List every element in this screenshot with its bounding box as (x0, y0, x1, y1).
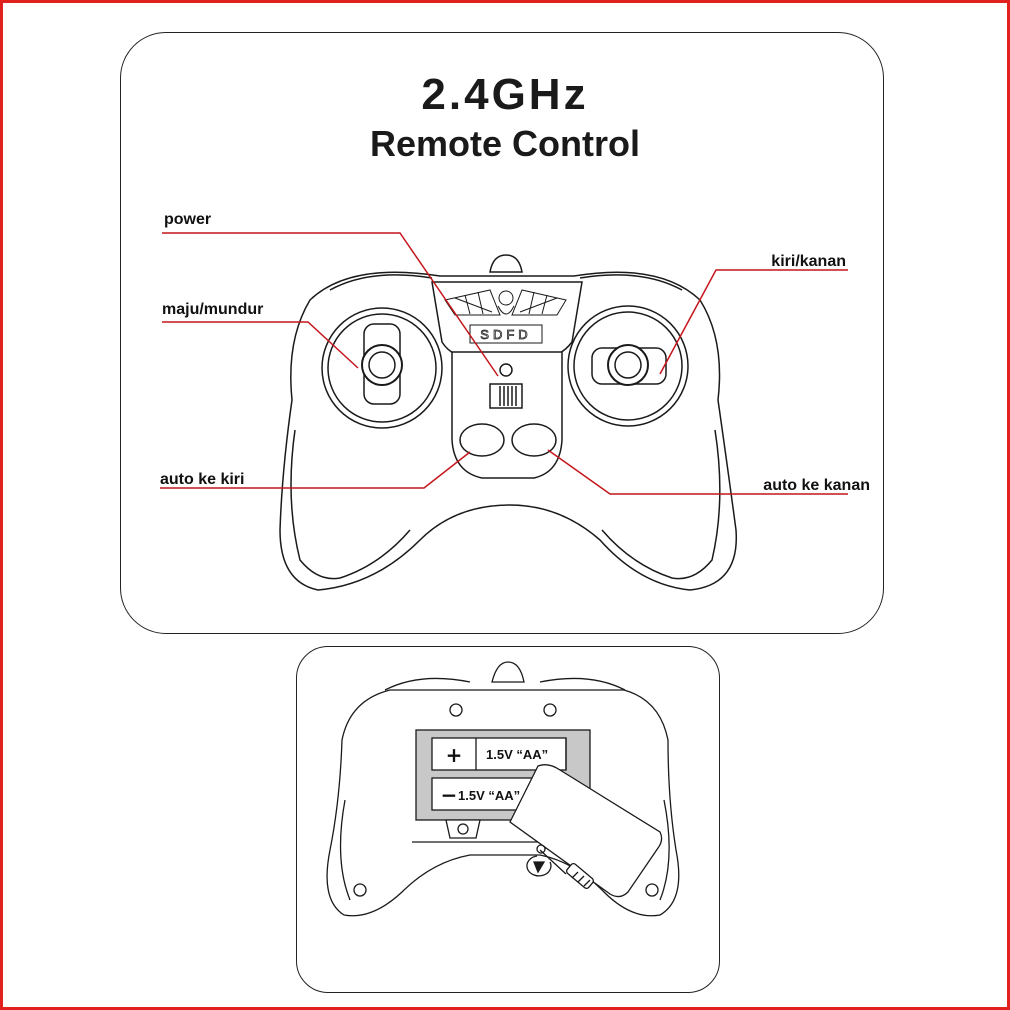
remote-front-panel (120, 32, 884, 634)
screw-hole-left (449, 703, 463, 717)
controller-front (279, 254, 738, 591)
battery-slot-1-label: 1.5V “AA” (486, 747, 548, 762)
auto-right-button (511, 423, 557, 457)
unscrew-arrow-icon (526, 855, 552, 877)
power-label: power (164, 211, 211, 228)
power-callout-line (162, 232, 499, 377)
screw-hole-right (543, 703, 557, 717)
battery-minus-symbol: − (441, 783, 458, 807)
battery-lid (509, 764, 663, 898)
battery-plus-symbol: + (446, 743, 463, 767)
auto-right-callout-line (547, 449, 848, 495)
back-left-grip (339, 799, 351, 901)
right-bumper (579, 274, 683, 291)
right-grip (601, 429, 721, 580)
power-led (499, 363, 513, 377)
title-frequency: 2.4GHz (421, 70, 589, 119)
left-right-label: kiri/kanan (771, 253, 846, 270)
controller-back (326, 661, 680, 917)
antenna-nub (489, 254, 523, 273)
left-bumper (329, 274, 433, 291)
brand-logo (444, 289, 567, 344)
left-right-callout-line (659, 269, 848, 375)
power-switch (489, 383, 523, 409)
screwdriver-icon (539, 849, 595, 890)
screw-tab (445, 819, 481, 839)
title-remote-control: Remote Control (370, 123, 640, 164)
forward-backward-label: maju/mundur (162, 301, 263, 318)
left-grip (290, 429, 411, 580)
back-antenna (491, 661, 525, 683)
callout-lines (160, 232, 848, 495)
auto-left-label: auto ke kiri (160, 471, 244, 488)
auto-left-callout-line (160, 451, 471, 489)
auto-right-label: auto ke kanan (763, 477, 870, 494)
brand-text: SDFD (480, 327, 531, 342)
auto-left-button (459, 423, 505, 457)
back-right-grip (659, 799, 670, 901)
forward-backward-callout-line (162, 321, 359, 369)
battery-slot-2-label: 1.5V “AA” (458, 788, 520, 803)
